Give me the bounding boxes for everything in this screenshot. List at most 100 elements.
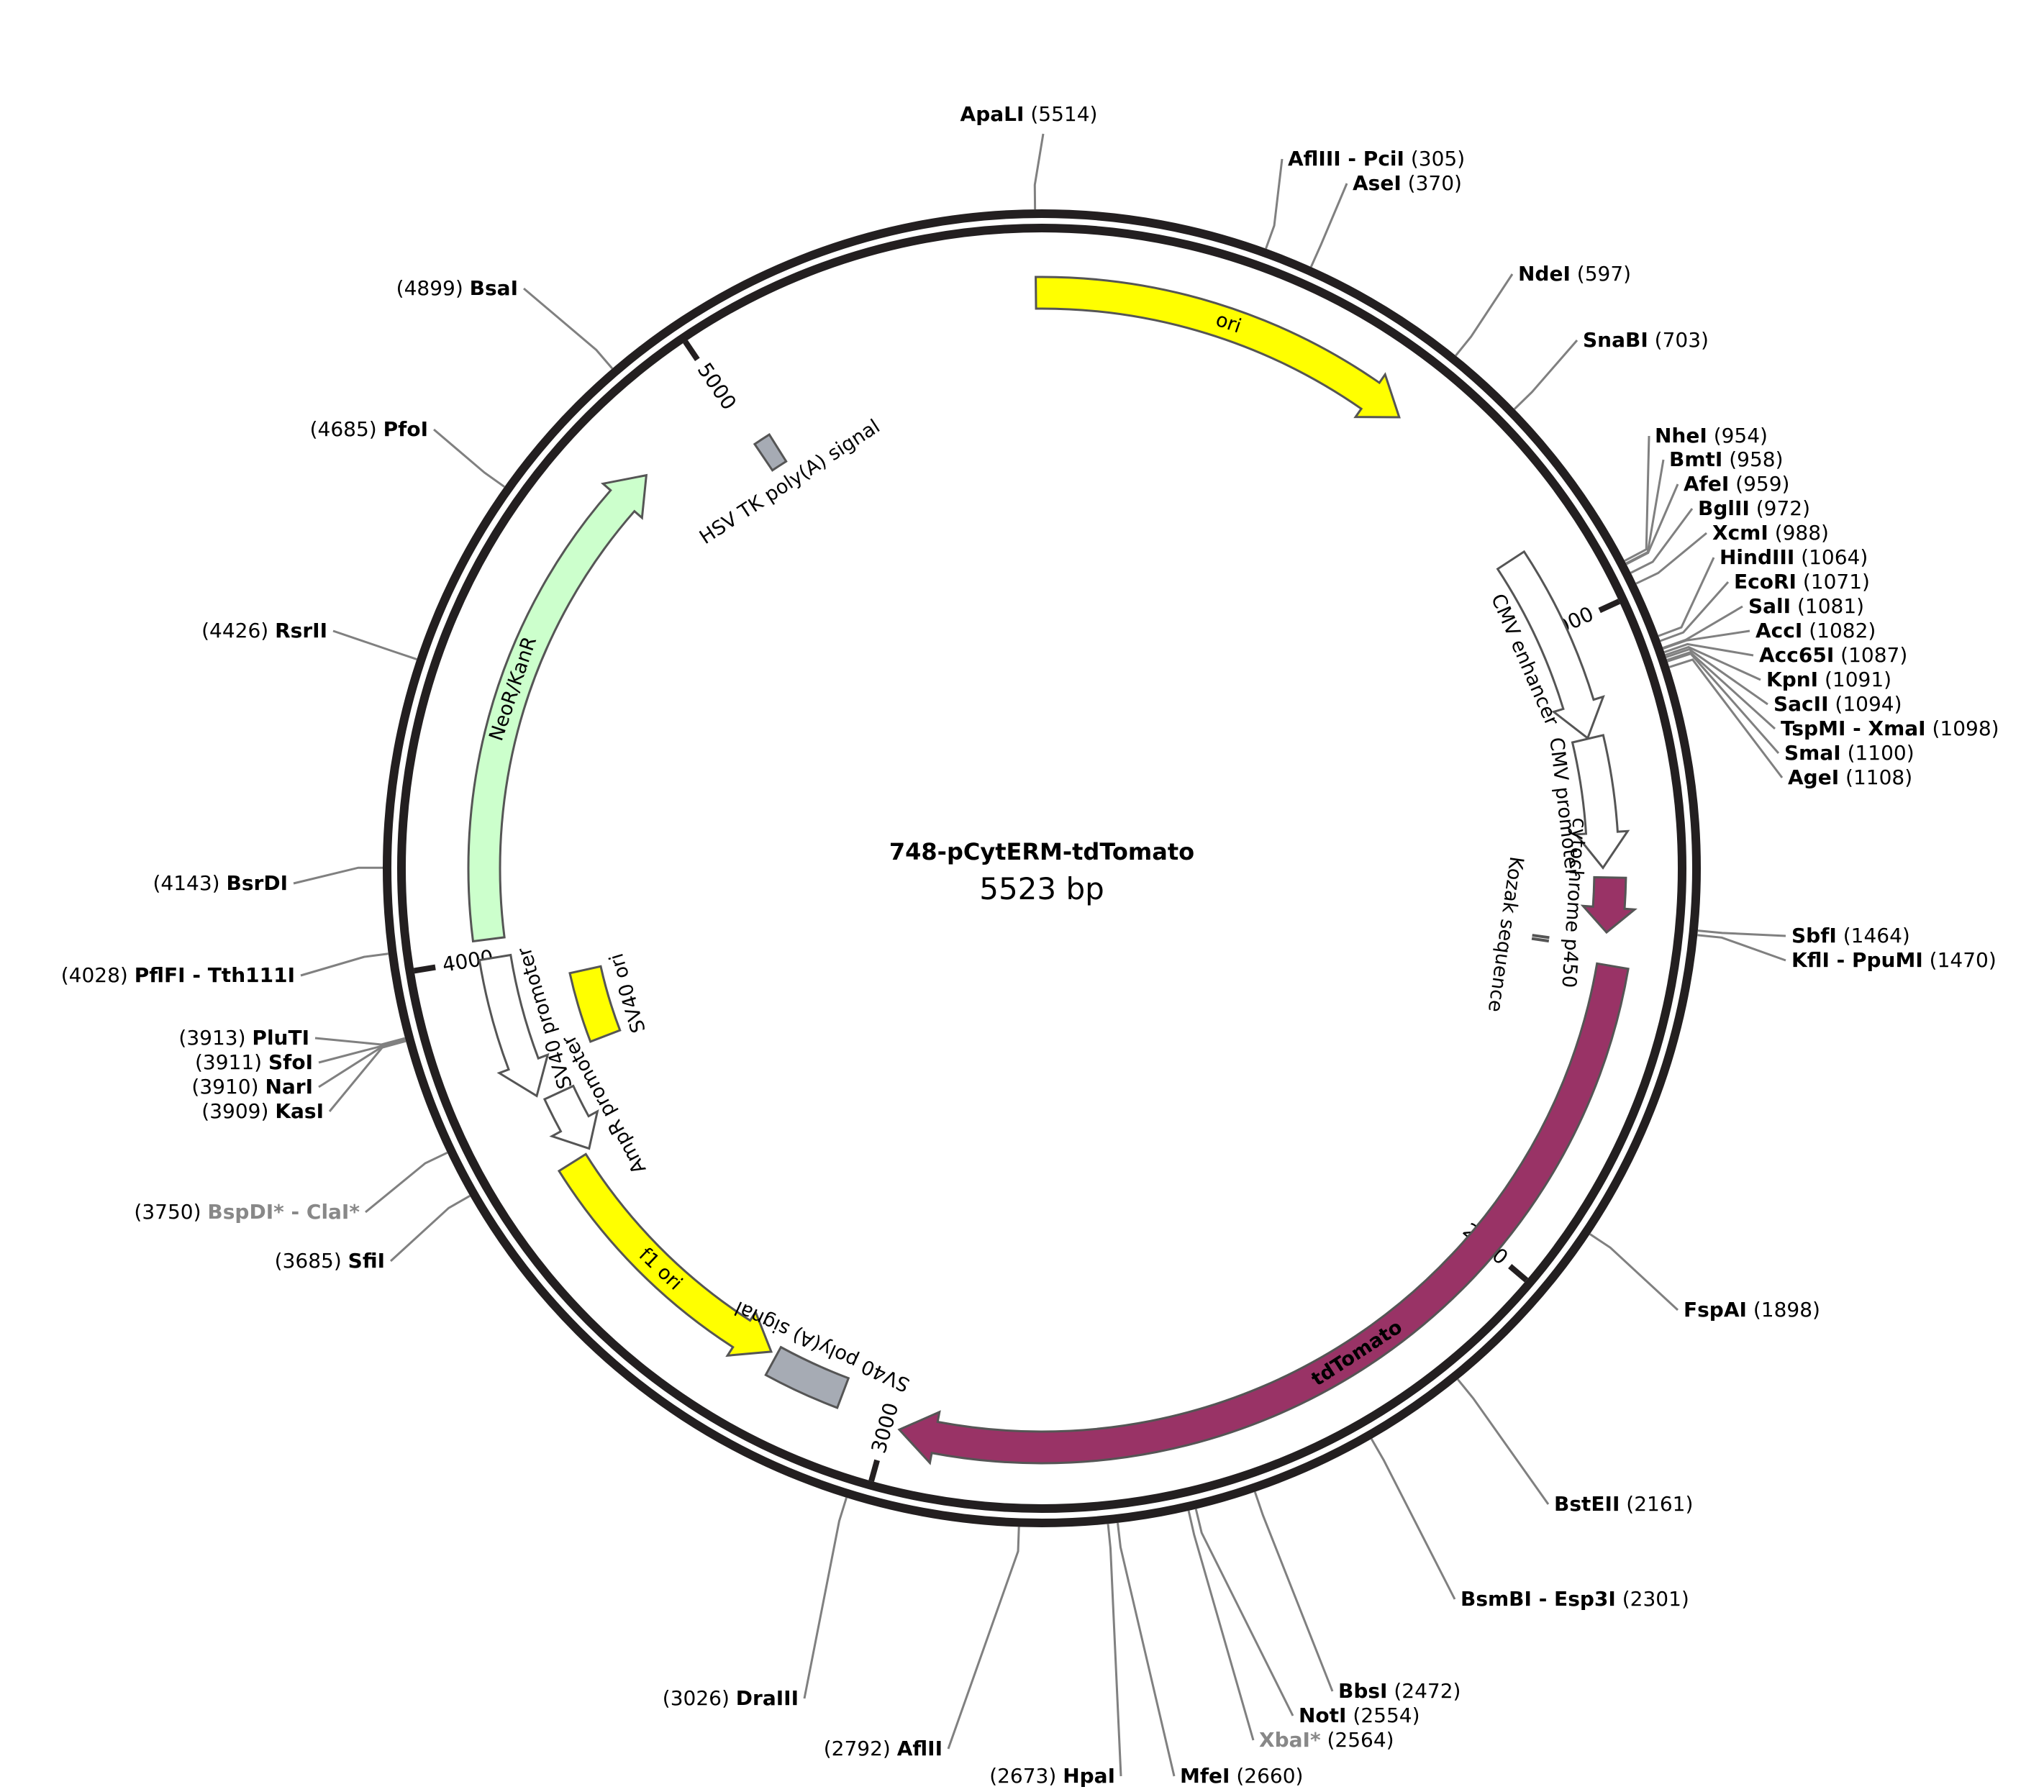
restriction-site-labels: ApaLI (5514)AflIII - PciI (305)AseI (370…	[61, 102, 1999, 1788]
restriction-site-label: SnaBI (703)	[1583, 328, 1709, 352]
restriction-site-label: (2673) HpaI	[989, 1764, 1115, 1788]
restriction-site-label: (2792) AflII	[824, 1737, 942, 1760]
site-enzyme-name: SfiI	[348, 1249, 385, 1273]
site-enzyme-name: BsaI	[470, 276, 518, 300]
site-position: (4685)	[310, 417, 377, 441]
site-enzyme-name: KasI	[275, 1099, 324, 1123]
site-leader-line	[947, 1527, 1020, 1750]
restriction-site-label: SalI (1081)	[1748, 594, 1864, 618]
restriction-site-label: (4426) RsrII	[201, 619, 327, 642]
site-enzyme-name: XcmI	[1712, 521, 1768, 545]
restriction-site-label: (3909) KasI	[201, 1099, 324, 1123]
restriction-site-label: AccI (1082)	[1755, 619, 1876, 642]
feature-ori	[1035, 276, 1401, 419]
site-enzyme-name: BsmBI - Esp3I	[1461, 1587, 1616, 1611]
site-enzyme-name: AflIII - PciI	[1288, 147, 1404, 170]
feature-kozak-sequence	[1531, 937, 1550, 943]
site-position: (1470)	[1930, 948, 1997, 972]
restriction-site-label: BmtI (958)	[1669, 447, 1784, 471]
site-position: (954)	[1714, 424, 1768, 447]
site-position: (370)	[1408, 171, 1462, 195]
site-enzyme-name: SacII	[1773, 692, 1829, 716]
feature-sv40-promoter	[478, 953, 550, 1098]
site-leader-line	[1630, 508, 1694, 574]
site-enzyme-name: BstEII	[1554, 1492, 1620, 1516]
site-enzyme-name: SfoI	[268, 1050, 313, 1074]
center-title: 748-pCytERM-tdTomato 5523 bp	[889, 838, 1194, 906]
site-enzyme-name: PflFI - Tth111I	[135, 963, 295, 987]
tick-label: 3000	[867, 1400, 904, 1456]
site-position: (2301)	[1622, 1587, 1689, 1611]
restriction-site-label: (3913) PluTI	[178, 1026, 309, 1050]
site-leader-line	[1663, 642, 1754, 657]
site-position: (4028)	[61, 963, 128, 987]
site-position: (1087)	[1840, 643, 1907, 667]
restriction-site-label: EcoRI (1071)	[1734, 570, 1870, 593]
site-enzyme-name: KflI - PpuMI	[1791, 948, 1923, 972]
restriction-site-label: BglII (972)	[1698, 496, 1810, 520]
site-enzyme-name: BmtI	[1669, 447, 1722, 471]
tick-mark	[868, 1459, 880, 1482]
tick-mark	[1598, 599, 1621, 614]
site-leader-line	[1625, 459, 1665, 565]
restriction-site-label: FspAI (1898)	[1684, 1298, 1820, 1322]
restriction-site-label: XcmI (988)	[1712, 521, 1829, 545]
site-enzyme-name: PluTI	[252, 1026, 309, 1050]
restriction-site-label: (4028) PflFI - Tth111I	[61, 963, 295, 987]
site-leader-line	[328, 1040, 406, 1112]
site-enzyme-name: TspMI - XmaI	[1781, 717, 1926, 740]
backbone	[383, 209, 1701, 1527]
site-position: (3750)	[134, 1200, 201, 1224]
site-position: (3909)	[201, 1099, 268, 1123]
site-enzyme-name: SbfI	[1791, 924, 1837, 947]
site-leader-line	[1117, 1522, 1176, 1777]
feature-kozak-sequence	[1532, 934, 1550, 940]
site-position: (2792)	[824, 1737, 891, 1760]
restriction-site-label: (4143) BsrDI	[153, 871, 289, 895]
restriction-site-label: NheI (954)	[1655, 424, 1768, 447]
site-leader-line	[1667, 652, 1780, 754]
restriction-site-label: (3750) BspDI* - ClaI*	[134, 1200, 360, 1224]
site-enzyme-name: FspAI	[1684, 1298, 1747, 1322]
site-enzyme-name: HindIII	[1720, 545, 1794, 569]
feature-hsv-tk-poly-a-signal	[753, 433, 788, 472]
feature-cytochrome-p450	[1580, 875, 1638, 934]
site-position: (4143)	[153, 871, 220, 895]
feature-label: Kozak sequence	[1484, 855, 1527, 1014]
site-position: (305)	[1411, 147, 1465, 170]
feature-neor-kanr	[467, 473, 648, 943]
site-leader-line	[389, 1194, 471, 1263]
site-position: (4899)	[396, 276, 463, 300]
site-leader-line	[365, 1151, 448, 1214]
plasmid-name: 748-pCytERM-tdTomato	[889, 838, 1194, 865]
restriction-site-label: Acc65I (1087)	[1759, 643, 1907, 667]
site-position: (2554)	[1353, 1704, 1420, 1727]
site-position: (2660)	[1236, 1764, 1303, 1788]
feature-sv40-poly-a-signal	[764, 1345, 850, 1409]
site-enzyme-name: NotI	[1299, 1704, 1346, 1727]
site-position: (1094)	[1835, 692, 1902, 716]
tick-mark	[1508, 1264, 1529, 1283]
feature-sv40-ori	[568, 965, 622, 1043]
site-position: (959)	[1735, 472, 1789, 496]
site-enzyme-name: BspDI* - ClaI*	[207, 1200, 360, 1224]
site-enzyme-name: NdeI	[1518, 262, 1571, 286]
site-position: (1064)	[1801, 545, 1868, 569]
restriction-site-label: AseI (370)	[1353, 171, 1462, 195]
site-leader-line	[1457, 1378, 1550, 1505]
site-leader-line	[1194, 1509, 1294, 1716]
restriction-site-label: TspMI - XmaI (1098)	[1781, 717, 1999, 740]
site-enzyme-name: SmaI	[1784, 741, 1841, 765]
site-leader-line	[1589, 1233, 1679, 1311]
restriction-site-label: NdeI (597)	[1518, 262, 1631, 286]
site-leader-line	[1697, 929, 1786, 937]
restriction-site-label: (3911) SfoI	[195, 1050, 313, 1074]
site-position: (3910)	[191, 1075, 258, 1099]
tick-label: 5000	[693, 358, 741, 414]
site-leader-line	[433, 428, 506, 488]
site-position: (703)	[1655, 328, 1709, 352]
site-leader-line	[1663, 629, 1750, 650]
restriction-site-label: (3026) DraIII	[663, 1686, 799, 1710]
site-enzyme-name: SalI	[1748, 594, 1791, 618]
